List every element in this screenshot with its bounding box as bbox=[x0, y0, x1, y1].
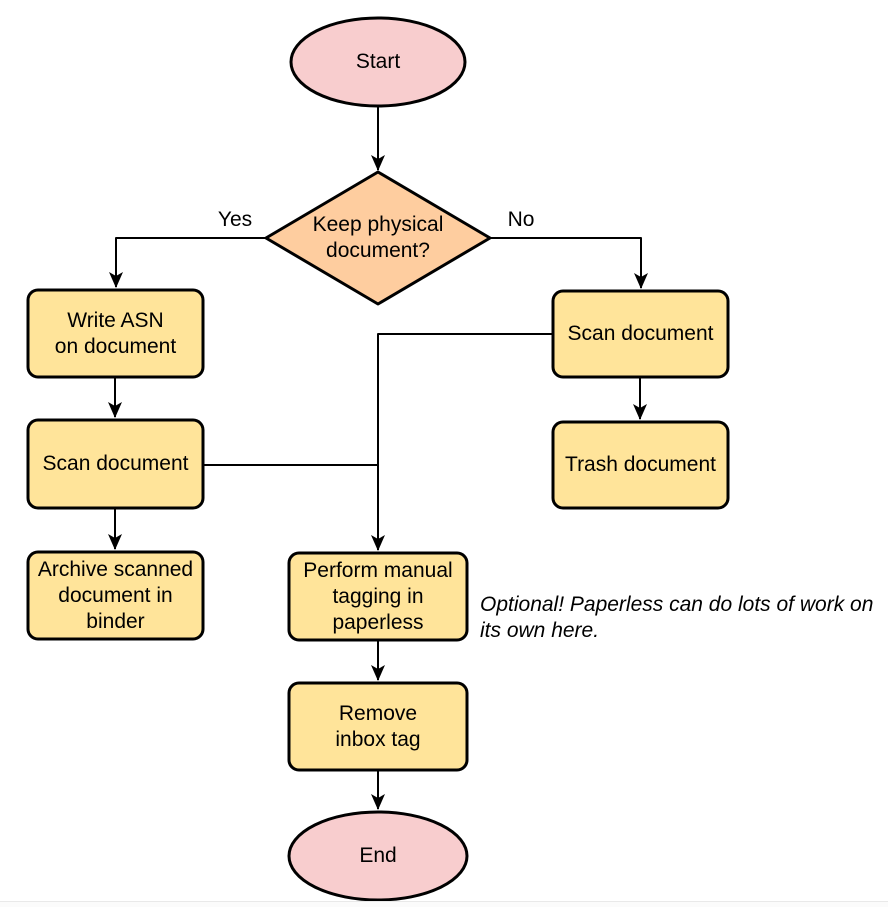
node-start-shape bbox=[289, 16, 467, 108]
node-write-asn-label: Write ASN on document bbox=[54, 308, 177, 358]
node-trash-label: Trash document bbox=[565, 453, 716, 476]
node-scan-left-label: Scan document bbox=[42, 452, 189, 475]
node-write-asn-shape bbox=[26, 288, 205, 379]
bottom-strip bbox=[0, 902, 888, 907]
node-decision-shape bbox=[264, 170, 492, 306]
node-end-label: End bbox=[359, 844, 397, 867]
node-scan-left-shape bbox=[26, 418, 205, 510]
node-remove-inbox-shape bbox=[287, 681, 469, 772]
node-scan-right-label: Scan document bbox=[567, 322, 714, 345]
node-tagging-label: Perform manual tagging in paperless bbox=[303, 558, 453, 634]
edge-label-no: No bbox=[507, 208, 535, 231]
edges bbox=[108, 106, 648, 810]
bottom-divider bbox=[0, 901, 888, 902]
node-archive-label: Archive scanned document in binder bbox=[37, 557, 194, 633]
node-scan-right-shape bbox=[551, 289, 730, 379]
node-remove-inbox-label: Remove inbox tag bbox=[335, 701, 421, 751]
edge-scan-right-to-tagging bbox=[371, 333, 553, 551]
node-tagging-shape bbox=[287, 551, 469, 642]
optional-note: Optional! Paperless can do lots of work … bbox=[480, 593, 874, 642]
node-decision-label: Keep physical document? bbox=[312, 213, 444, 262]
node-start-label: Start bbox=[355, 50, 401, 73]
node-end-shape bbox=[287, 810, 469, 902]
node-trash-shape bbox=[551, 420, 730, 510]
nodes bbox=[26, 16, 730, 902]
edge-decision-no-to-scan-right bbox=[490, 237, 648, 289]
edge-decision-yes-to-write-asn bbox=[109, 237, 266, 288]
node-archive-shape bbox=[26, 550, 205, 641]
edge-label-yes: Yes bbox=[217, 208, 253, 231]
